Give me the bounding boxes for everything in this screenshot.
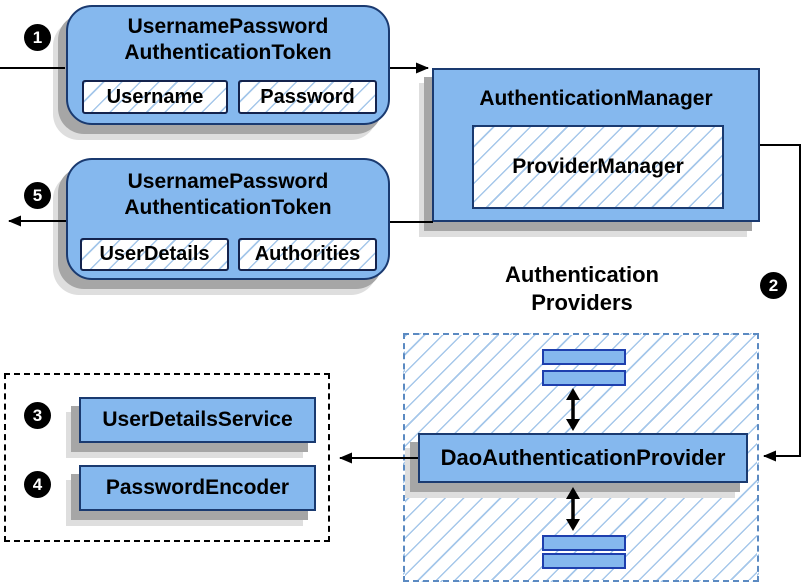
username-field-chip: Username — [82, 80, 228, 114]
request-token-title: UsernamePassword AuthenticationToken — [124, 15, 332, 64]
result-token-box: UsernamePassword AuthenticationToken Use… — [66, 158, 390, 280]
provider-item-top-2 — [542, 370, 626, 386]
dao-authentication-provider-label: DaoAuthenticationProvider — [440, 445, 726, 470]
provider-item-bottom-2 — [542, 553, 626, 569]
step-5-badge: 5 — [24, 182, 51, 209]
password-field-chip: Password — [238, 80, 377, 114]
userdetails-field-label: UserDetails — [99, 243, 210, 265]
step-4-badge: 4 — [24, 471, 51, 498]
authorities-field-label: Authorities — [254, 243, 361, 265]
step-2-badge: 2 — [760, 272, 787, 299]
password-field-label: Password — [260, 85, 355, 108]
services-container: UserDetailsService PasswordEncoder — [4, 373, 330, 542]
dao-authentication-provider-box: DaoAuthenticationProvider — [418, 433, 748, 483]
password-encoder-label: PasswordEncoder — [105, 476, 290, 499]
request-token-box: UsernamePassword AuthenticationToken Use… — [66, 5, 390, 125]
username-field-label: Username — [106, 85, 204, 108]
provider-manager-label: ProviderManager — [512, 155, 684, 178]
password-encoder-box: PasswordEncoder — [79, 465, 316, 511]
authentication-manager-title: AuthenticationManager — [479, 87, 713, 110]
provider-item-bottom-1 — [542, 535, 626, 551]
step-1-badge: 1 — [24, 24, 51, 51]
step-3-badge: 3 — [24, 402, 51, 429]
authentication-manager-box: AuthenticationManager ProviderManager — [432, 68, 760, 222]
arrow-manager-to-dao-provider — [760, 144, 801, 462]
provider-item-top-1 — [542, 349, 626, 365]
authentication-providers-heading: Authentication Providers — [505, 262, 659, 315]
provider-manager-box: ProviderManager — [472, 125, 724, 209]
user-details-service-label: UserDetailsService — [102, 408, 293, 431]
result-token-title: UsernamePassword AuthenticationToken — [124, 170, 332, 219]
userdetails-field-chip: UserDetails — [80, 238, 229, 271]
authorities-field-chip: Authorities — [238, 238, 377, 271]
user-details-service-box: UserDetailsService — [79, 397, 316, 443]
